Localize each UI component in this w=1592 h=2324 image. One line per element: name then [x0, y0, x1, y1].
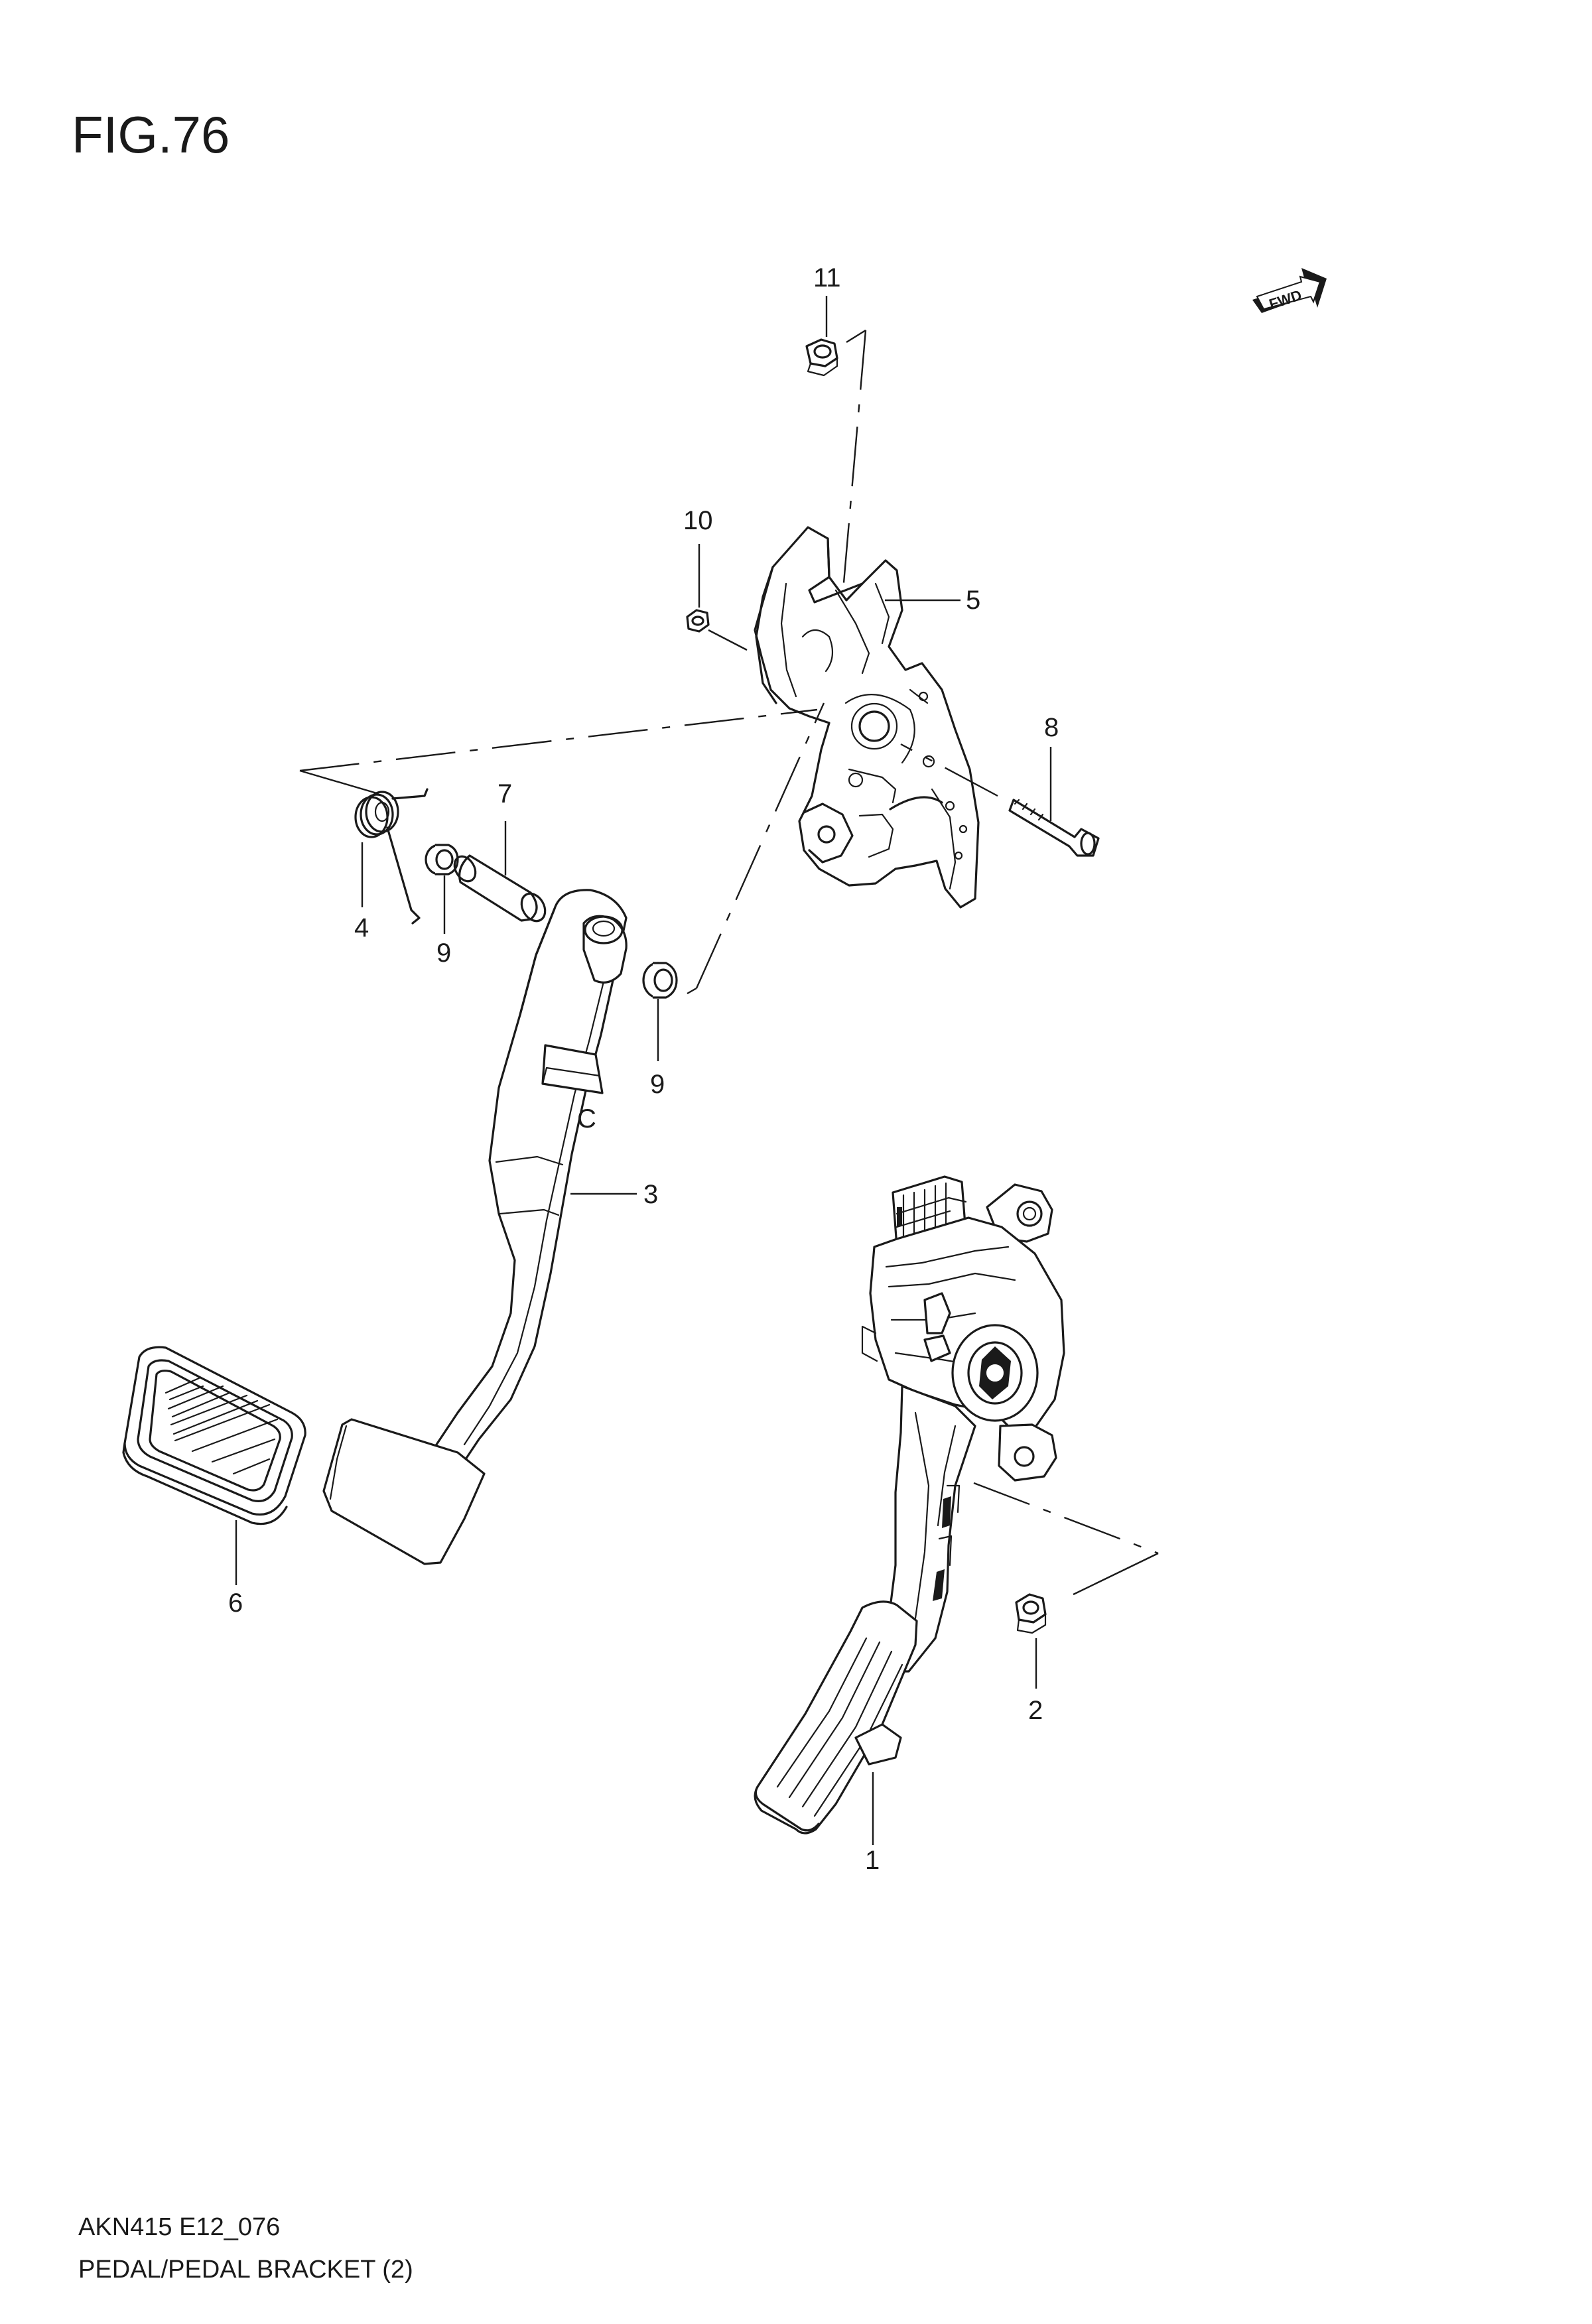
callout-10: 10 [683, 506, 713, 535]
callout-7: 7 [498, 779, 512, 808]
part-9-bushing-left [425, 844, 459, 875]
part-9-bushing-right [642, 962, 678, 999]
callout-9-right: 9 [650, 1070, 665, 1099]
part-4-return-spring [354, 788, 429, 925]
part-10-nut [686, 609, 710, 633]
part-3-brake-pedal: C [322, 889, 628, 1565]
part-2-flange-nut [1015, 1593, 1047, 1634]
callout-5: 5 [966, 586, 980, 615]
fwd-label: FWD [1267, 287, 1303, 312]
callout-4: 4 [354, 913, 369, 942]
callout-3: 3 [643, 1180, 658, 1209]
callout-1: 1 [865, 1846, 880, 1875]
part-6-pedal-pad [122, 1346, 306, 1525]
part-7-pin [453, 854, 547, 923]
part-8-bolt [1008, 799, 1100, 857]
svg-text:C: C [577, 1104, 596, 1133]
callout-2: 2 [1028, 1696, 1043, 1725]
part-1-accelerator-pedal [754, 1175, 1065, 1835]
figure-code: AKN415 E12_076 [78, 2213, 280, 2241]
figure-title: FIG.76 [72, 105, 230, 164]
part-5-pedal-bracket [754, 526, 980, 909]
fwd-arrow-icon: FWD [1252, 268, 1327, 313]
callout-8: 8 [1044, 713, 1059, 742]
part-11-flange-nut [805, 338, 838, 377]
callout-11: 11 [813, 263, 841, 292]
callout-9-left: 9 [436, 938, 451, 968]
callout-6: 6 [228, 1588, 243, 1618]
figure-caption: PEDAL/PEDAL BRACKET (2) [78, 2256, 413, 2284]
